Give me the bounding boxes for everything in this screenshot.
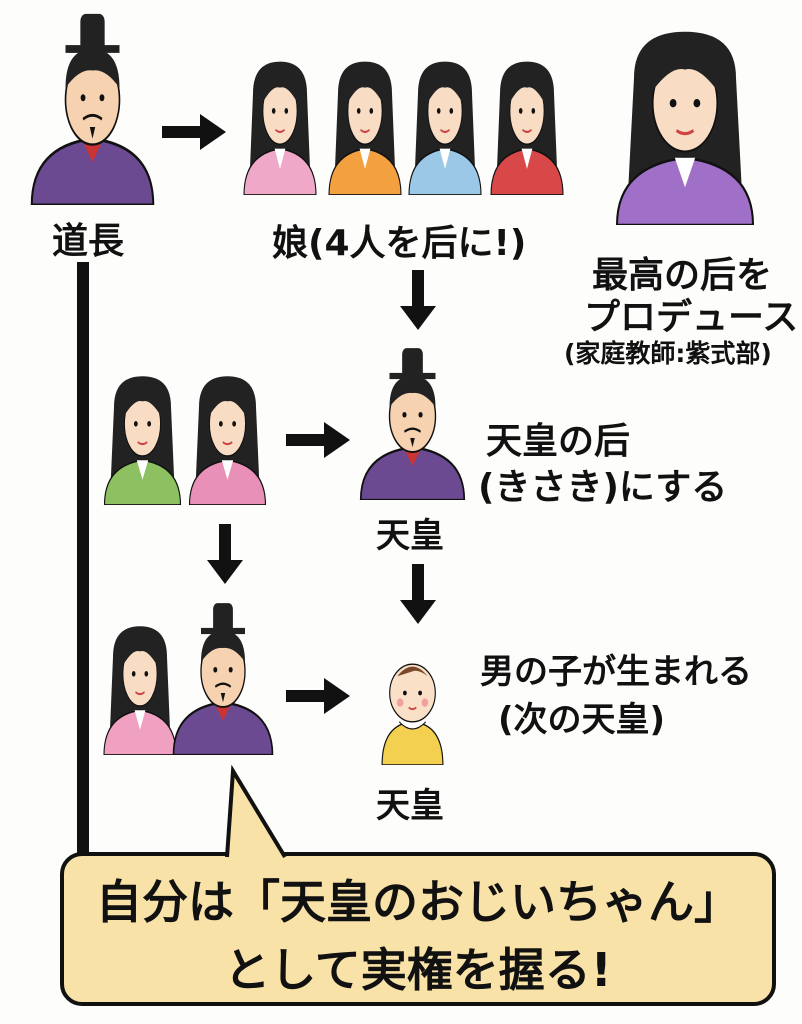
wife-figure bbox=[95, 615, 185, 756]
arrow-down-icon bbox=[400, 270, 436, 330]
man-illustration bbox=[172, 603, 274, 757]
michinaga-figure bbox=[25, 10, 160, 207]
consort-figure-2 bbox=[180, 365, 275, 506]
daughter-figure-2 bbox=[320, 50, 410, 196]
michinaga-label: 道長 bbox=[52, 221, 125, 262]
daughters-label: 娘(4人を后に!) bbox=[272, 223, 527, 264]
emperor-caption-line2: (きさき)にする bbox=[478, 467, 728, 508]
man-illustration bbox=[30, 13, 155, 207]
woman-illustration bbox=[243, 61, 317, 196]
consort-figure-1 bbox=[95, 365, 190, 506]
callout-line1: 自分は「天皇のおじいちゃん」 bbox=[96, 875, 740, 929]
baby-emperor-label: 天皇 bbox=[376, 786, 444, 826]
woman-illustration bbox=[615, 31, 755, 227]
arrow-right-icon bbox=[162, 114, 226, 150]
emperor-caption-line1: 天皇の后 bbox=[486, 421, 631, 462]
lineage-line bbox=[77, 262, 89, 862]
husband-figure bbox=[168, 600, 278, 757]
emperor-figure bbox=[355, 345, 470, 502]
baby-caption-line1: 男の子が生まれる bbox=[480, 652, 752, 692]
man-illustration bbox=[359, 348, 466, 502]
murasaki-figure bbox=[600, 15, 770, 227]
emperor-label: 天皇 bbox=[376, 516, 444, 556]
baby-illustration bbox=[381, 663, 444, 766]
baby-caption-line2: (次の天皇) bbox=[498, 700, 666, 740]
woman-illustration bbox=[328, 61, 402, 196]
woman-illustration bbox=[188, 376, 267, 506]
callout-box: 自分は「天皇のおじいちゃん」 として実権を握る! bbox=[60, 852, 776, 1006]
daughter-figure-4 bbox=[482, 50, 572, 196]
daughter-figure-1 bbox=[235, 50, 325, 196]
daughter-figure-3 bbox=[400, 50, 490, 196]
arrow-right-icon bbox=[286, 422, 350, 458]
arrow-down-icon bbox=[207, 524, 243, 584]
woman-illustration bbox=[103, 376, 182, 506]
arrow-right-icon bbox=[286, 678, 350, 714]
woman-illustration bbox=[490, 61, 564, 196]
murasaki-line3: (家庭教師:紫式部) bbox=[564, 339, 772, 368]
baby-figure bbox=[365, 645, 460, 766]
callout-tail bbox=[225, 765, 287, 859]
woman-illustration bbox=[103, 626, 177, 756]
callout-line2: として実権を握る! bbox=[224, 943, 612, 997]
woman-illustration bbox=[408, 61, 482, 196]
arrow-down-icon bbox=[400, 564, 436, 624]
murasaki-line2: プロデュース bbox=[584, 297, 799, 338]
murasaki-line1: 最高の后を bbox=[592, 255, 773, 296]
